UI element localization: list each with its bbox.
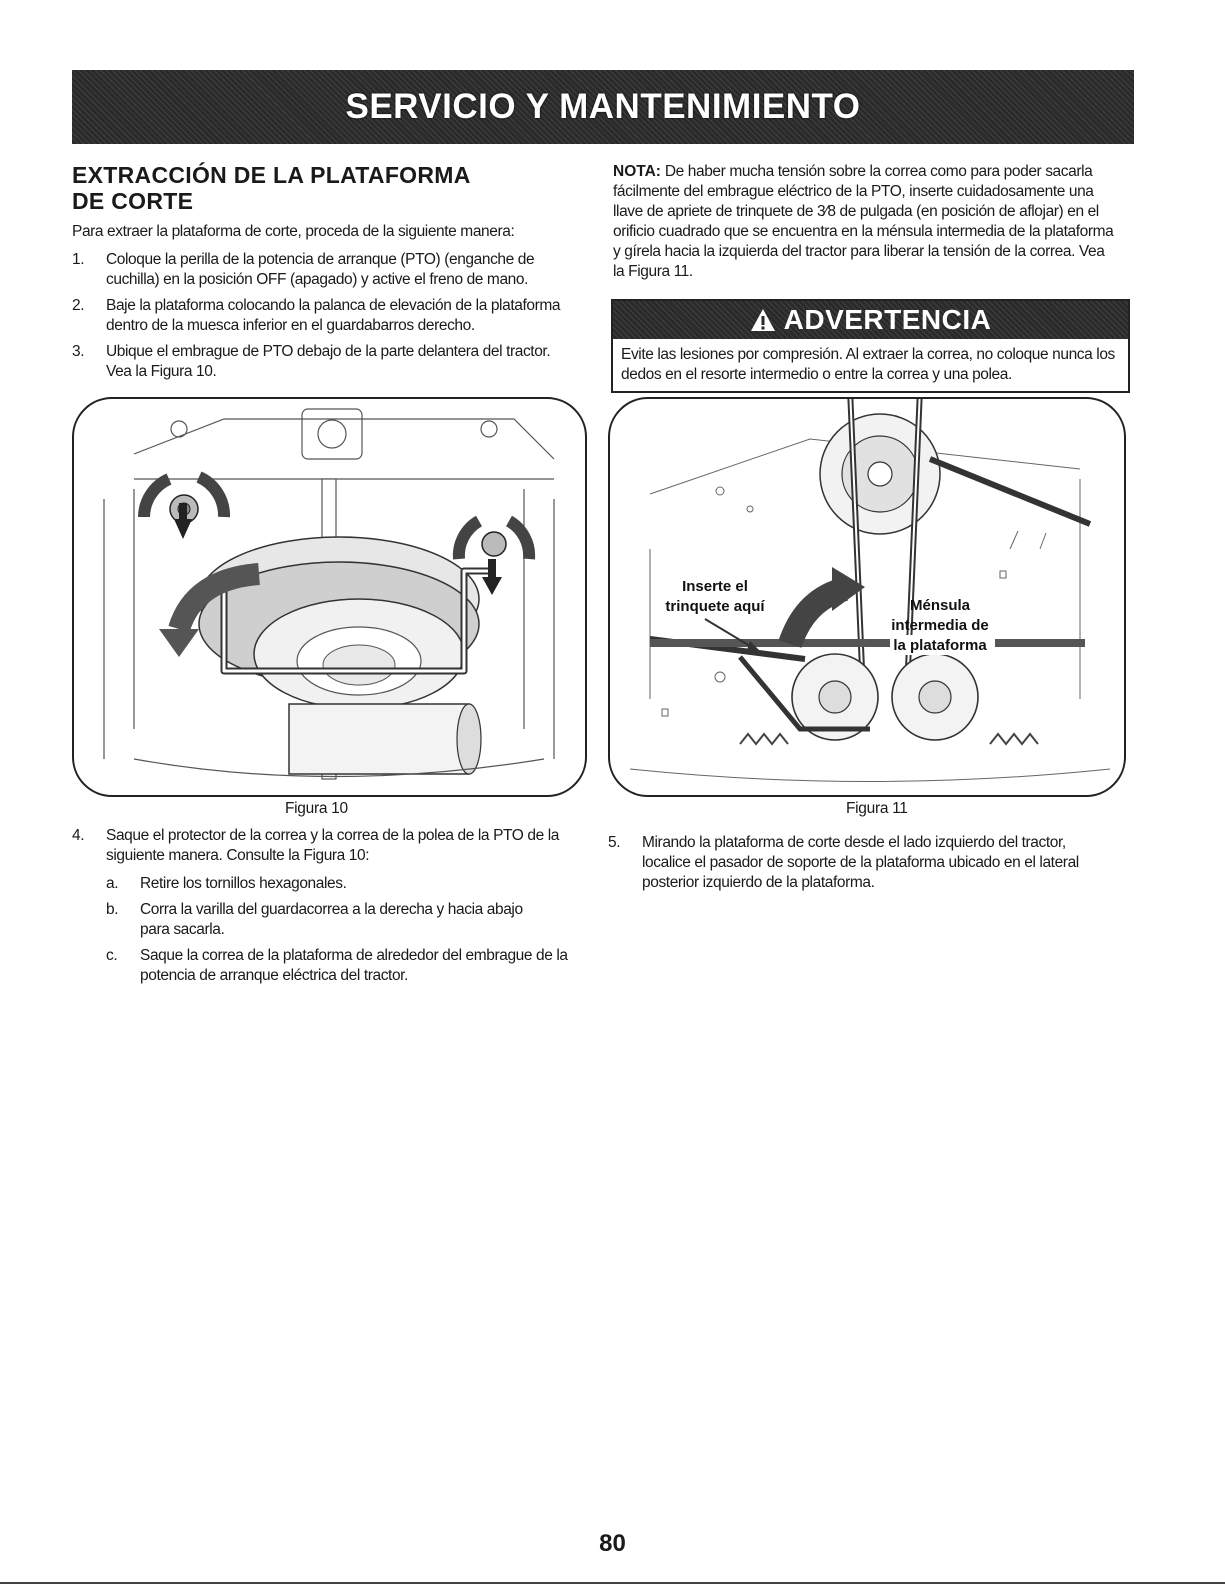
list-item: b. Corra la varilla del guardacorrea a l… bbox=[106, 900, 597, 940]
step-text: Mirando la plataforma de corte desde el … bbox=[642, 833, 1079, 893]
banner-title: SERVICIO Y MANTENIMIENTO bbox=[345, 87, 861, 126]
insert-ratchet-label-line-2: trinquete aquí bbox=[665, 598, 765, 615]
right-lower-column: 5. Mirando la plataforma de corte desde … bbox=[608, 833, 1129, 899]
substeps-list: a. Retire los tornillos hexagonales. b. … bbox=[106, 874, 597, 986]
note-line: fácilmente del embrague eléctrico de la … bbox=[613, 183, 1094, 200]
step-number: 2. bbox=[72, 297, 85, 314]
bottom-divider bbox=[0, 1582, 1225, 1584]
warning-line: Evite las lesiones por compresión. Al ex… bbox=[621, 346, 1115, 363]
substep-line: Corra la varilla del guardacorrea a la d… bbox=[140, 901, 523, 918]
step-number: 4. bbox=[72, 827, 85, 844]
step-line: Vea la Figura 10. bbox=[106, 363, 217, 380]
step-line: Ubique el embrague de PTO debajo de la p… bbox=[106, 343, 551, 360]
note-line: la Figura 11. bbox=[613, 263, 693, 280]
figure-11-illustration: Inserte el trinquete aquí Ménsula interm… bbox=[608, 397, 1126, 797]
substep-letter: b. bbox=[106, 901, 119, 918]
left-lower-column: 4. Saque el protector de la correa y la … bbox=[72, 826, 597, 992]
step-line: Saque el protector de la correa y la cor… bbox=[106, 827, 559, 844]
bracket-label-line-1: Ménsula bbox=[910, 597, 971, 614]
step-line: Baje la plataforma colocando la palanca … bbox=[106, 297, 561, 314]
substep-text: Saque la correa de la plataforma de alre… bbox=[140, 946, 568, 986]
left-column: EXTRACCIÓN DE LA PLATAFORMA DE CORTE Par… bbox=[72, 162, 597, 388]
steps-list-continued: 4. Saque el protector de la correa y la … bbox=[72, 826, 597, 866]
list-item: 4. Saque el protector de la correa y la … bbox=[72, 826, 597, 866]
substep-line: potencia de arranque eléctrica del tract… bbox=[140, 967, 408, 984]
list-item: 3. Ubique el embrague de PTO debajo de l… bbox=[72, 342, 597, 382]
substep-text: Corra la varilla del guardacorrea a la d… bbox=[140, 900, 523, 940]
warning-header: ADVERTENCIA bbox=[613, 301, 1128, 339]
list-item: 1. Coloque la perilla de la potencia de … bbox=[72, 250, 597, 290]
note-line: llave de apriete de trinquete de 3⁄8 de … bbox=[613, 203, 1099, 220]
bracket-label-line-3: la plataforma bbox=[893, 637, 987, 654]
step-text: Coloque la perilla de la potencia de arr… bbox=[106, 250, 535, 290]
step-number: 5. bbox=[608, 834, 621, 851]
figure-10-caption: Figura 10 bbox=[285, 800, 348, 817]
steps-list: 1. Coloque la perilla de la potencia de … bbox=[72, 250, 597, 382]
substep-line: Saque la correa de la plataforma de alre… bbox=[140, 947, 568, 964]
warning-body: Evite las lesiones por compresión. Al ex… bbox=[613, 339, 1128, 385]
insert-ratchet-label-line-1: Inserte el bbox=[682, 578, 748, 595]
note-paragraph: NOTA: De haber mucha tensión sobre la co… bbox=[613, 162, 1134, 282]
note-line: orificio cuadrado que se encuentra en la… bbox=[613, 223, 1114, 240]
note-line: y gírela hacia la izquierda del tractor … bbox=[613, 243, 1105, 260]
step-text: Baje la plataforma colocando la palanca … bbox=[106, 296, 560, 336]
list-item: 5. Mirando la plataforma de corte desde … bbox=[608, 833, 1129, 893]
section-title-line-2: DE CORTE bbox=[72, 188, 194, 214]
list-item: a. Retire los tornillos hexagonales. bbox=[106, 874, 597, 894]
substep-text: Retire los tornillos hexagonales. bbox=[140, 874, 347, 894]
section-title-line-1: EXTRACCIÓN DE LA PLATAFORMA bbox=[72, 162, 471, 188]
label-backdrop bbox=[890, 635, 995, 655]
note-label: NOTA: bbox=[613, 163, 661, 180]
step-line: localice el pasador de soporte de la pla… bbox=[642, 854, 1079, 871]
intro-paragraph: Para extraer la plataforma de corte, pro… bbox=[72, 223, 515, 240]
figure-11-caption: Figura 11 bbox=[846, 800, 908, 817]
note-line: De haber mucha tensión sobre la correa c… bbox=[660, 163, 1093, 180]
substep-line: para sacarla. bbox=[140, 921, 225, 938]
step-text: Ubique el embrague de PTO debajo de la p… bbox=[106, 342, 551, 382]
right-column: NOTA: De haber mucha tensión sobre la co… bbox=[613, 162, 1134, 282]
idler-bracket-drawing: Inserte el trinquete aquí Ménsula interm… bbox=[629, 399, 1111, 782]
section-banner: SERVICIO Y MANTENIMIENTO bbox=[72, 70, 1134, 144]
pto-clutch-drawing bbox=[103, 408, 555, 780]
list-item: 2. Baje la plataforma colocando la palan… bbox=[72, 296, 597, 336]
step-line: dentro de la muesca inferior en el guard… bbox=[106, 317, 475, 334]
steps-list-right: 5. Mirando la plataforma de corte desde … bbox=[608, 833, 1129, 893]
step-line: Coloque la perilla de la potencia de arr… bbox=[106, 251, 535, 268]
page-number: 80 bbox=[599, 1530, 626, 1557]
figure-10-illustration bbox=[72, 397, 587, 797]
warning-line: dedos en el resorte intermedio o entre l… bbox=[621, 366, 1012, 383]
step-line: posterior izquierdo de la plataforma. bbox=[642, 874, 875, 891]
list-item: c. Saque la correa de la plataforma de a… bbox=[106, 946, 597, 986]
substep-letter: a. bbox=[106, 875, 119, 892]
warning-triangle-icon bbox=[750, 309, 775, 331]
step-text: Saque el protector de la correa y la cor… bbox=[106, 826, 559, 866]
step-line: siguiente manera. Consulte la Figura 10: bbox=[106, 847, 370, 864]
substep-line: Retire los tornillos hexagonales. bbox=[140, 875, 347, 892]
bracket-label-line-2: intermedia de bbox=[891, 617, 989, 634]
step-number: 1. bbox=[72, 251, 85, 268]
step-line: Mirando la plataforma de corte desde el … bbox=[642, 834, 1066, 851]
warning-title: ADVERTENCIA bbox=[783, 304, 992, 335]
step-line: cuchilla) en la posición OFF (apagado) y… bbox=[106, 271, 529, 288]
warning-box: ADVERTENCIA Evite las lesiones por compr… bbox=[611, 299, 1130, 393]
substep-letter: c. bbox=[106, 947, 118, 964]
step-number: 3. bbox=[72, 343, 85, 360]
section-title: EXTRACCIÓN DE LA PLATAFORMA DE CORTE bbox=[72, 162, 597, 214]
warning-text: Evite las lesiones por compresión. Al ex… bbox=[621, 345, 1122, 385]
